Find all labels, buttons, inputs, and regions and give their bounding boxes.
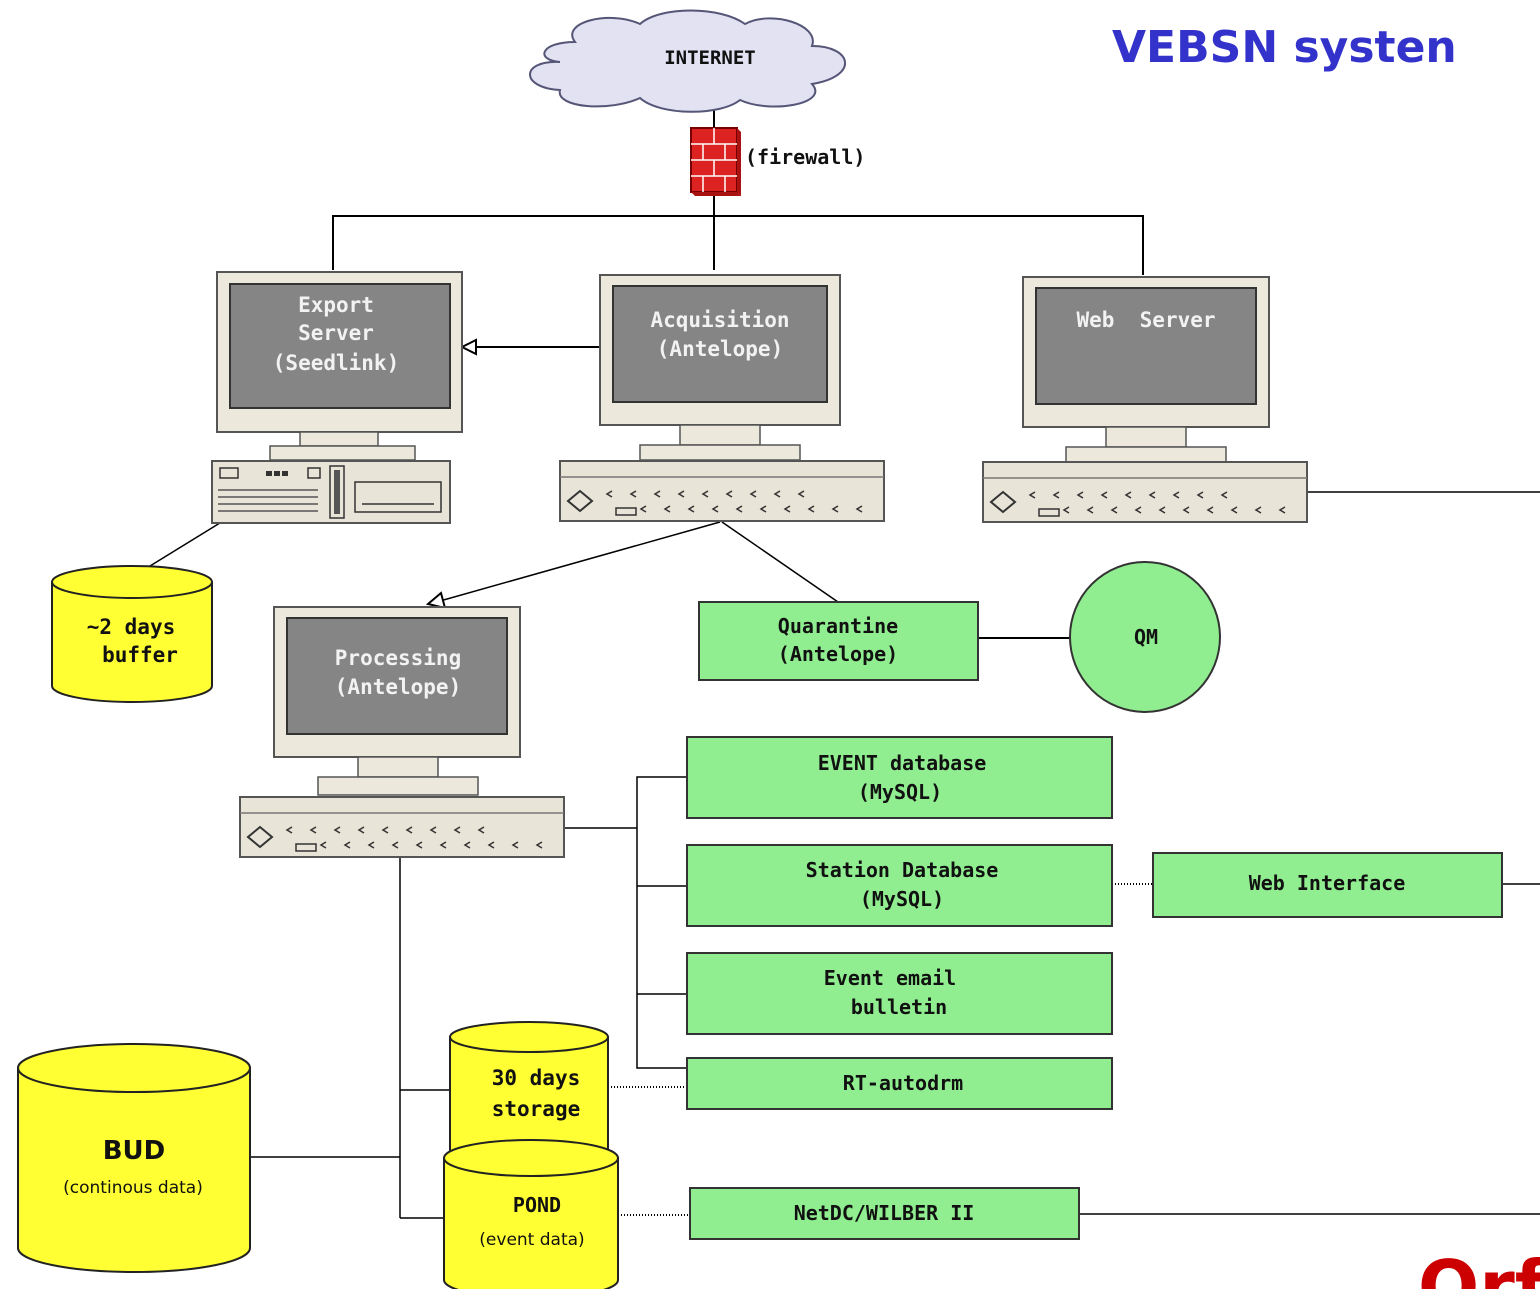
processing-screen (286, 617, 508, 735)
bud-line-1: BUD (103, 1136, 166, 1166)
thirty-days-line-1: 30 days (492, 1066, 581, 1090)
pond-line-1: POND (513, 1193, 561, 1217)
processing-computer: Processing (Antelope) (239, 606, 565, 858)
quarantine-box: Quarantine (Antelope) (698, 601, 979, 681)
thirty-days-cylinder: 30 days storage (449, 1021, 609, 1166)
pond-line-2: (event data) (479, 1230, 584, 1250)
station-database-line-2: (MySQL) (860, 887, 944, 911)
firewall-label: (firewall) (745, 145, 865, 169)
web-server-computer: Web Server (982, 276, 1308, 523)
station-database-line-1: Station Database (806, 858, 999, 882)
qm-node: QM (1069, 561, 1221, 713)
web-interface-box: Web Interface (1152, 852, 1503, 918)
qm-label: QM (1134, 625, 1158, 649)
database-bus (636, 776, 687, 1069)
desktop-case (982, 461, 1308, 523)
event-database-line-1: EVENT database (818, 751, 987, 775)
export-server-line-3: (Seedlink) (273, 351, 399, 375)
network-bus (332, 215, 1144, 275)
internet-label: INTERNET (664, 47, 756, 69)
desktop-case (559, 460, 885, 522)
netdc-box: NetDC/WILBER II (689, 1187, 1080, 1240)
cloud-shape (529, 9, 846, 113)
buffer-line-1: ~2 days (87, 615, 176, 639)
desktop-case (239, 796, 565, 858)
acquisition-computer: Acquisition (Antelope) (559, 274, 885, 522)
event-database-box: EVENT database (MySQL) (686, 736, 1113, 819)
web-server-screen (1035, 287, 1257, 405)
firewall-icon (690, 127, 741, 196)
tower-case (211, 460, 451, 524)
quarantine-line-1: Quarantine (778, 614, 898, 638)
buffer-link (149, 517, 229, 567)
bud-cylinder: BUD (continous data) (17, 1043, 251, 1273)
logo-text: Orf (1418, 1245, 1540, 1289)
export-server-screen (229, 283, 451, 409)
buffer-line-2: buffer (102, 643, 178, 667)
acquisition-line-1: Acquisition (650, 308, 789, 332)
quarantine-link (721, 521, 839, 603)
export-feed-arrowhead (459, 338, 477, 356)
web-interface-label: Web Interface (1249, 871, 1406, 895)
event-database-line-2: (MySQL) (858, 780, 942, 804)
acquisition-line-2: (Antelope) (657, 337, 783, 361)
thirty-days-line-2: storage (492, 1097, 581, 1121)
station-database-box: Station Database (MySQL) (686, 844, 1113, 927)
internet-cloud: INTERNET (529, 9, 846, 113)
export-server-line-1: Export (298, 293, 374, 317)
netdc-label: NetDC/WILBER II (794, 1201, 975, 1225)
rt-autodrm-box: RT-autodrm (686, 1057, 1113, 1110)
processing-line-2: (Antelope) (335, 675, 461, 699)
acquisition-screen (612, 285, 828, 403)
connection-lines (149, 95, 1540, 1219)
rt-autodrm-label: RT-autodrm (843, 1071, 963, 1095)
bud-line-2: (continous data) (63, 1178, 203, 1198)
web-server-label: Web Server (1076, 308, 1215, 332)
buffer-cylinder: ~2 days buffer (51, 565, 213, 703)
export-server-line-2: Server (298, 321, 374, 345)
event-email-line-2: bulletin (851, 995, 947, 1019)
processing-feed-line (439, 521, 721, 602)
diagram-title: VEBSN systen (1112, 22, 1457, 73)
pond-cylinder: POND (event data) (443, 1139, 619, 1289)
export-server-computer: Export Server (Seedlink) (211, 271, 463, 524)
quarantine-line-2: (Antelope) (778, 642, 898, 666)
event-email-line-1: Event email (824, 966, 956, 990)
processing-line-1: Processing (335, 646, 461, 670)
processing-feed-arrowhead (425, 591, 447, 610)
event-email-box: Event email bulletin (686, 952, 1113, 1035)
logo-fragment: Orf (1418, 1245, 1540, 1289)
